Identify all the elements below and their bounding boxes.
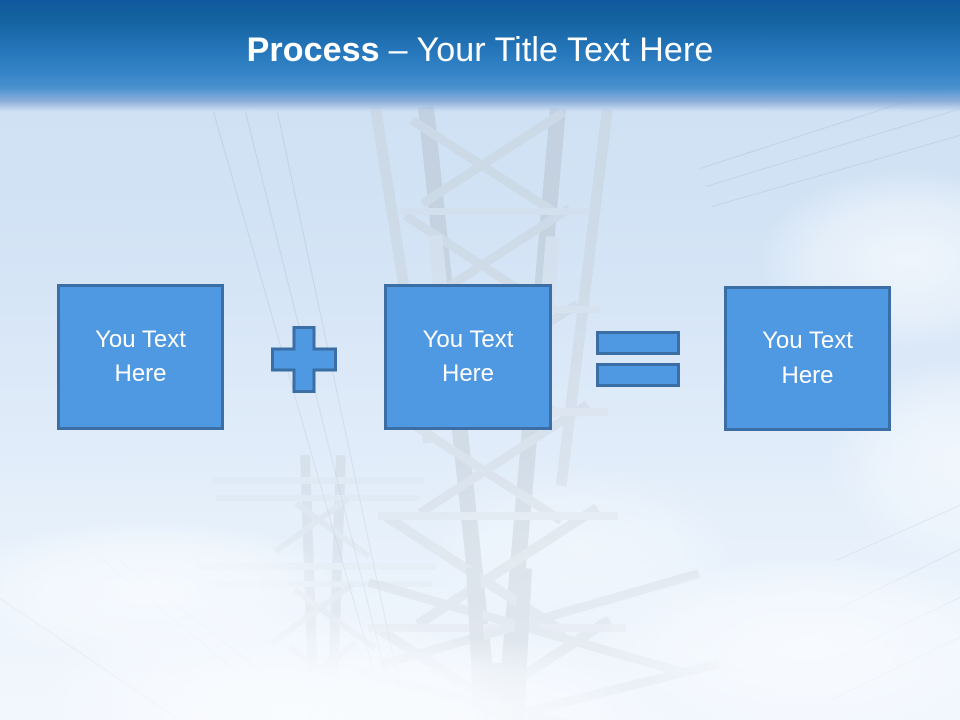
plus-icon <box>271 326 337 393</box>
process-box-2[interactable]: You Text Here <box>384 284 552 430</box>
process-box-2-line2: Here <box>441 360 495 387</box>
process-box-3-line2: Here <box>781 361 834 389</box>
process-box-3-line1: You Text <box>762 327 853 355</box>
process-box-1[interactable]: You Text Here <box>57 284 224 430</box>
process-box-1-line2: Here <box>114 360 167 387</box>
process-box-1-line1: You Text <box>95 325 186 353</box>
equals-icon <box>596 331 680 387</box>
process-box-2-line1: You Text <box>422 325 514 353</box>
process-box-3[interactable]: You Text Here <box>724 286 891 431</box>
